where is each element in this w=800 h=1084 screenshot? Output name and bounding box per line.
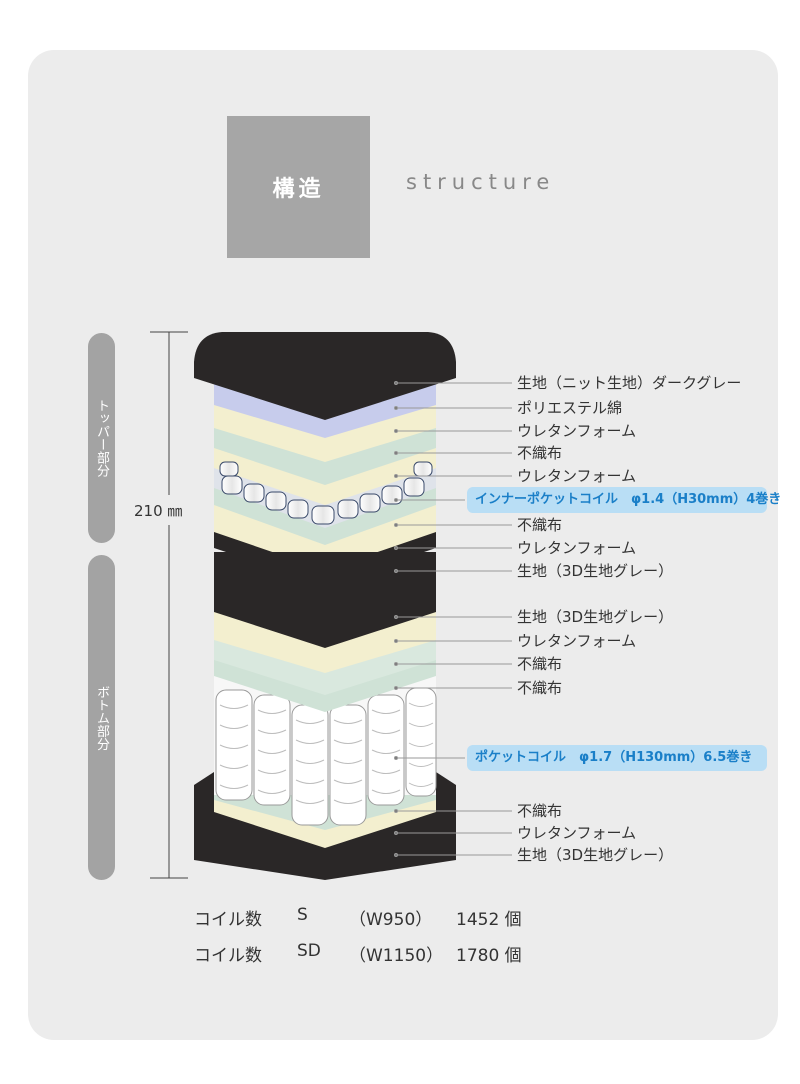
dimension-line <box>150 331 188 879</box>
topper-top-fabric <box>194 332 456 420</box>
bottom-top-fabric <box>214 552 436 648</box>
layer-label: ポリエステル綿 <box>517 399 623 417</box>
layer-label: 不織布 <box>517 655 563 673</box>
coil-count-size: SD <box>297 941 321 961</box>
coil-count-label: コイル数 <box>194 910 262 930</box>
coil-count-value: 1452 個 <box>456 910 522 930</box>
pocket-coil-spirals <box>219 702 434 804</box>
layer-label: 生地（ニット生地）ダークグレー <box>517 374 742 392</box>
bottom-section-label: ボトム部分 <box>94 685 109 750</box>
section-subtitle: structure <box>406 170 556 194</box>
topper-layers <box>194 332 456 585</box>
layer-label: ウレタンフォーム <box>517 539 637 557</box>
coil-count-width: （W1150） <box>349 946 444 966</box>
coil-count-label: コイル数 <box>194 946 262 966</box>
layer-label: 不織布 <box>517 679 563 697</box>
layer-label: 生地（3D生地グレー） <box>517 608 674 626</box>
layer-label: ウレタンフォーム <box>517 632 637 650</box>
pocket-coils <box>215 687 437 826</box>
layer-label: 生地（3D生地グレー） <box>517 562 674 580</box>
leader-lines <box>394 381 512 857</box>
layer-label: 不織布 <box>517 802 563 820</box>
layer-label: ウレタンフォーム <box>517 467 637 485</box>
section-title: 構造 <box>227 116 370 258</box>
pocket-coil-callout: ポケットコイル φ1.7（H130mm）6.5巻き <box>467 745 767 771</box>
coil-count-size: S <box>297 905 308 925</box>
layer-label: 生地（3D生地グレー） <box>517 846 674 864</box>
coil-count-width: （W950） <box>349 910 433 930</box>
bottom-section-bar: ボトム部分 <box>88 555 115 880</box>
inner-coil-callout: インナーポケットコイル φ1.4（H30mm）4巻き <box>467 487 781 513</box>
layer-label: ウレタンフォーム <box>517 422 637 440</box>
height-dimension-label: 210 ㎜ <box>134 502 183 520</box>
topper-section-label: トッパー部分 <box>94 399 109 477</box>
bottom-upper-layers <box>214 552 436 712</box>
layer-label: 不織布 <box>517 444 563 462</box>
topper-section-bar: トッパー部分 <box>88 333 115 543</box>
coil-count-value: 1780 個 <box>456 946 522 966</box>
layer-label: 不織布 <box>517 516 563 534</box>
layer-label: ウレタンフォーム <box>517 824 637 842</box>
